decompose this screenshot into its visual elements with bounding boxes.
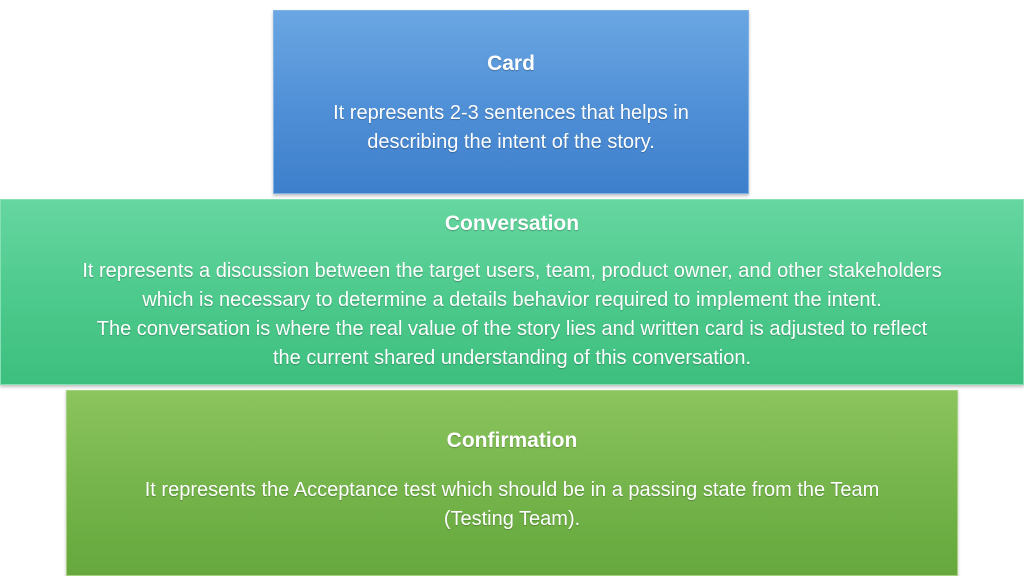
conversation-title: Conversation — [444, 212, 580, 235]
card-description: It represents 2-3 sentences that helps i… — [333, 99, 689, 157]
conversation-box: Conversation It represents a discussion … — [0, 199, 1024, 385]
confirmation-box: Confirmation It represents the Acceptanc… — [66, 390, 958, 576]
card-description-line: describing the intent of the story. — [367, 131, 655, 153]
conversation-description-line: the current shared understanding of this… — [272, 347, 752, 369]
conversation-description-line: It represents a discussion between the t… — [82, 260, 942, 282]
confirmation-title: Confirmation — [446, 429, 578, 452]
confirmation-description-line: (Testing Team). — [443, 508, 581, 530]
conversation-description-line: The conversation is where the real value… — [96, 318, 928, 340]
conversation-description-line: which is necessary to determine a detail… — [142, 289, 882, 311]
card-description-line: It represents 2-3 sentences that helps i… — [333, 102, 689, 124]
confirmation-description-line: It represents the Acceptance test which … — [144, 479, 880, 501]
confirmation-description: It represents the Acceptance test which … — [145, 476, 880, 534]
card-box: Card It represents 2-3 sentences that he… — [273, 10, 749, 194]
card-title: Card — [487, 52, 535, 75]
conversation-description: It represents a discussion between the t… — [82, 257, 941, 373]
